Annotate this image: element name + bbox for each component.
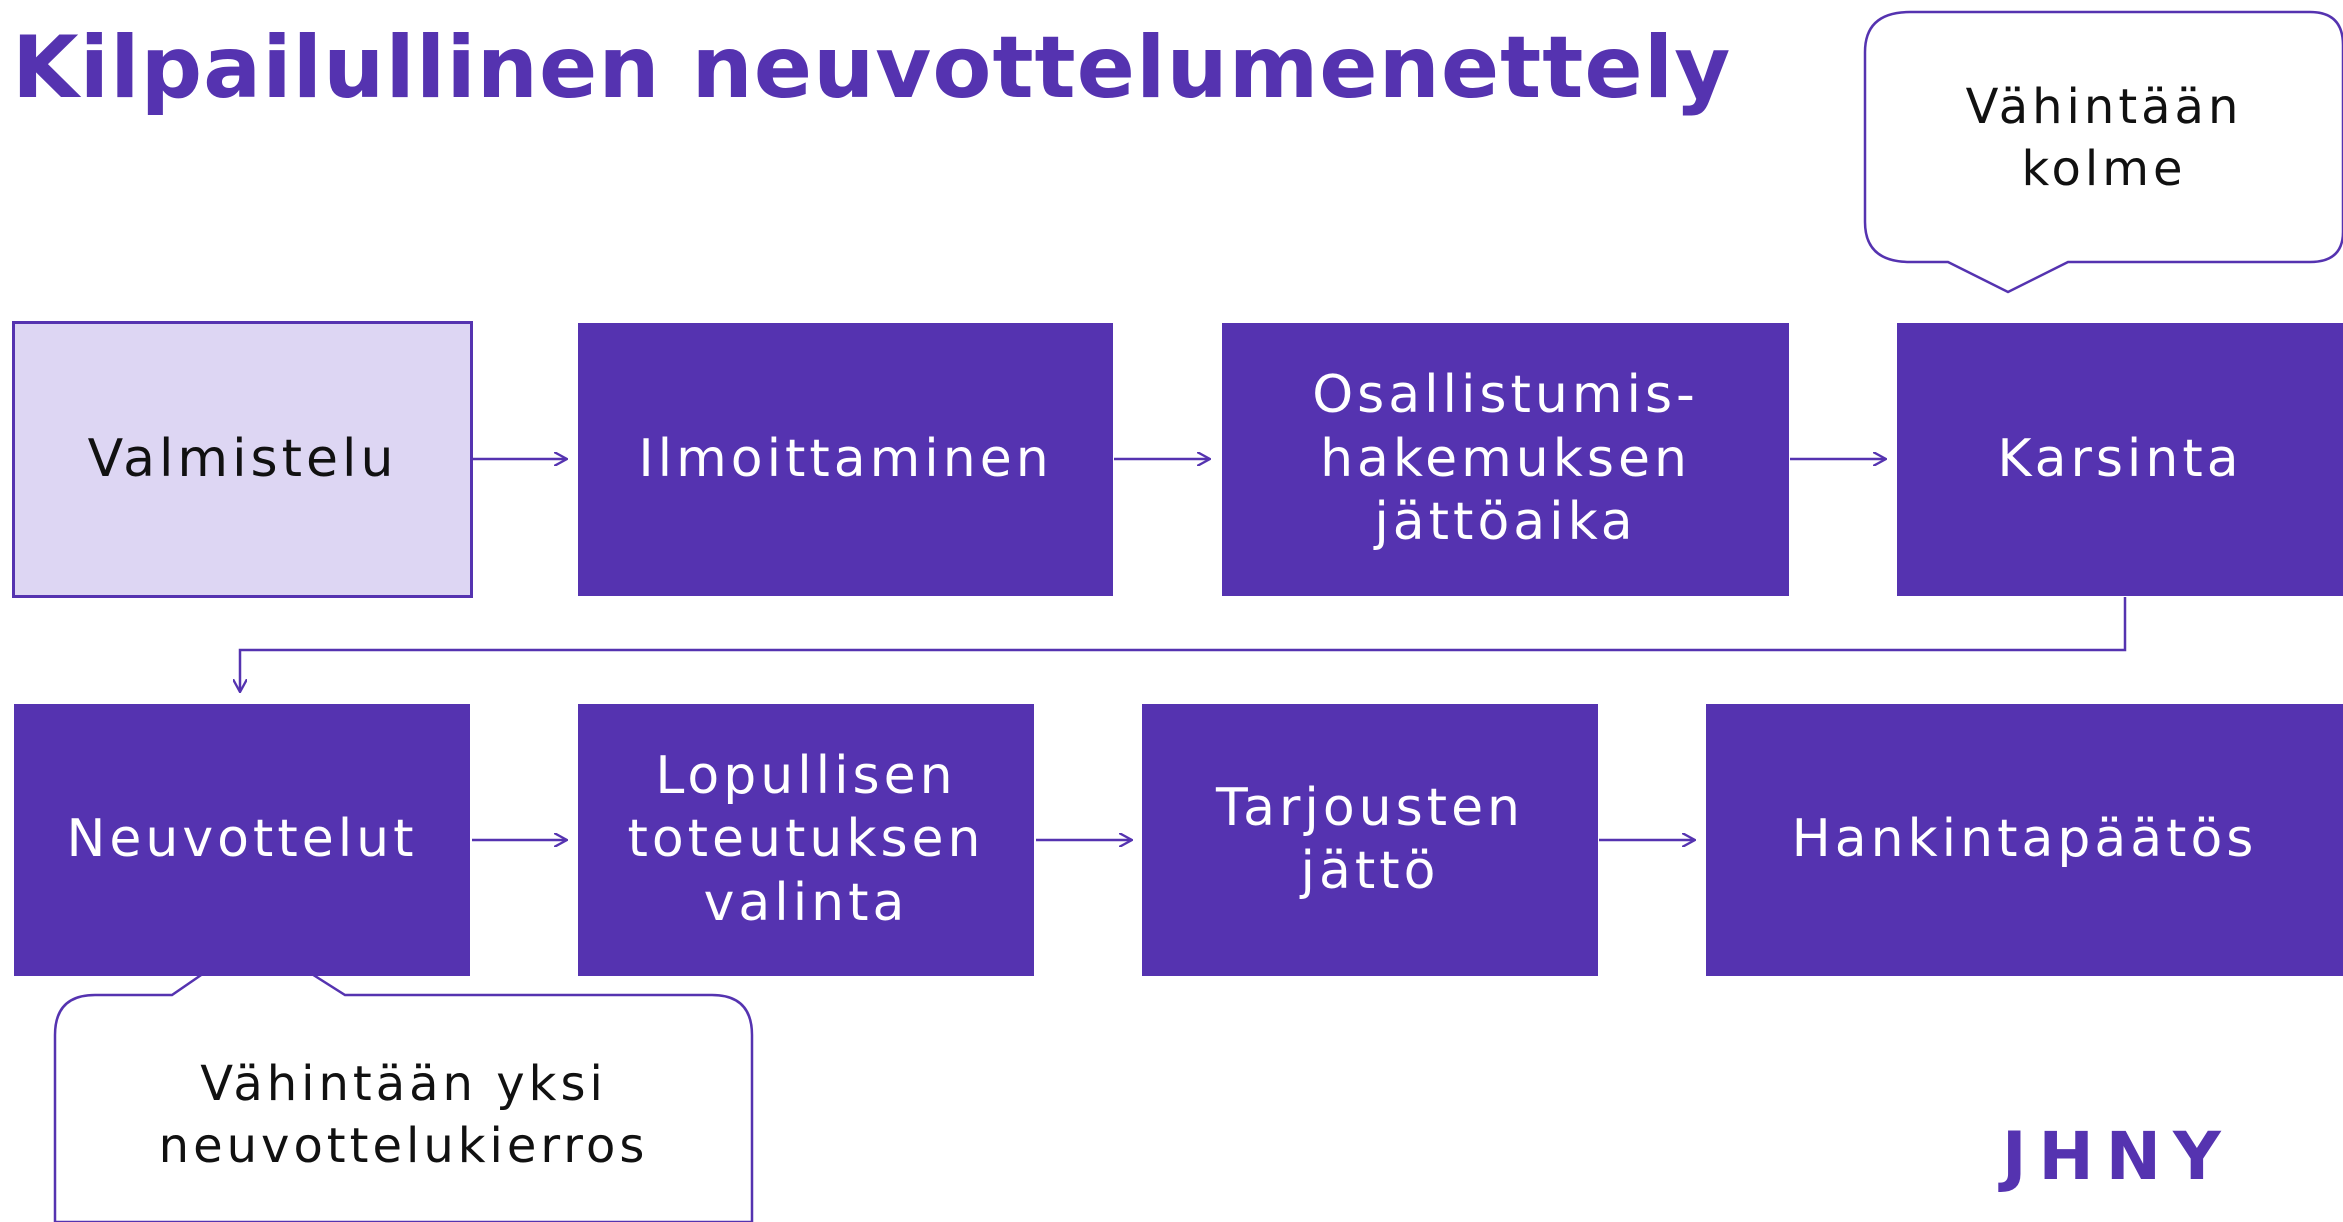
- step-ilmoittaminen: Ilmoittaminen: [578, 323, 1113, 596]
- step-osallistumishakemuksen-jattoaika: Osallistumis- hakemuksen jättöaika: [1222, 323, 1789, 596]
- step-lopullisen-toteutuksen-valinta: Lopullisen toteutuksen valinta: [578, 704, 1034, 976]
- callout-bottom-bubble: [53, 936, 754, 1222]
- step-tarjousten-jatto: Tarjousten jättö: [1142, 704, 1598, 976]
- step-label: Tarjousten jättö: [1215, 777, 1525, 901]
- step-label: Osallistumis- hakemuksen jättöaika: [1312, 365, 1699, 553]
- arrow-4-5: [240, 597, 2127, 692]
- step-label: Hankintapäätös: [1791, 809, 2258, 870]
- step-label: Ilmoittaminen: [638, 428, 1053, 489]
- callout-top-bubble: [1863, 10, 2343, 294]
- callout-bottom-text: Vähintään yksi neuvottelukierros: [158, 1056, 649, 1175]
- callout-top-text: Vähintään kolme: [1965, 79, 2243, 198]
- step-label: Valmistelu: [87, 428, 398, 489]
- page-title: Kilpailullinen neuvottelumenettely: [12, 18, 1732, 118]
- step-hankintapaatos: Hankintapäätös: [1706, 704, 2343, 976]
- step-valmistelu: Valmistelu: [12, 321, 473, 598]
- step-label: Karsinta: [1997, 428, 2243, 489]
- step-label: Neuvottelut: [66, 809, 418, 870]
- jhny-logo: JHNY: [2002, 1118, 2233, 1195]
- step-karsinta: Karsinta: [1897, 323, 2343, 596]
- step-neuvottelut: Neuvottelut: [14, 704, 470, 976]
- step-label: Lopullisen toteutuksen valinta: [627, 745, 985, 933]
